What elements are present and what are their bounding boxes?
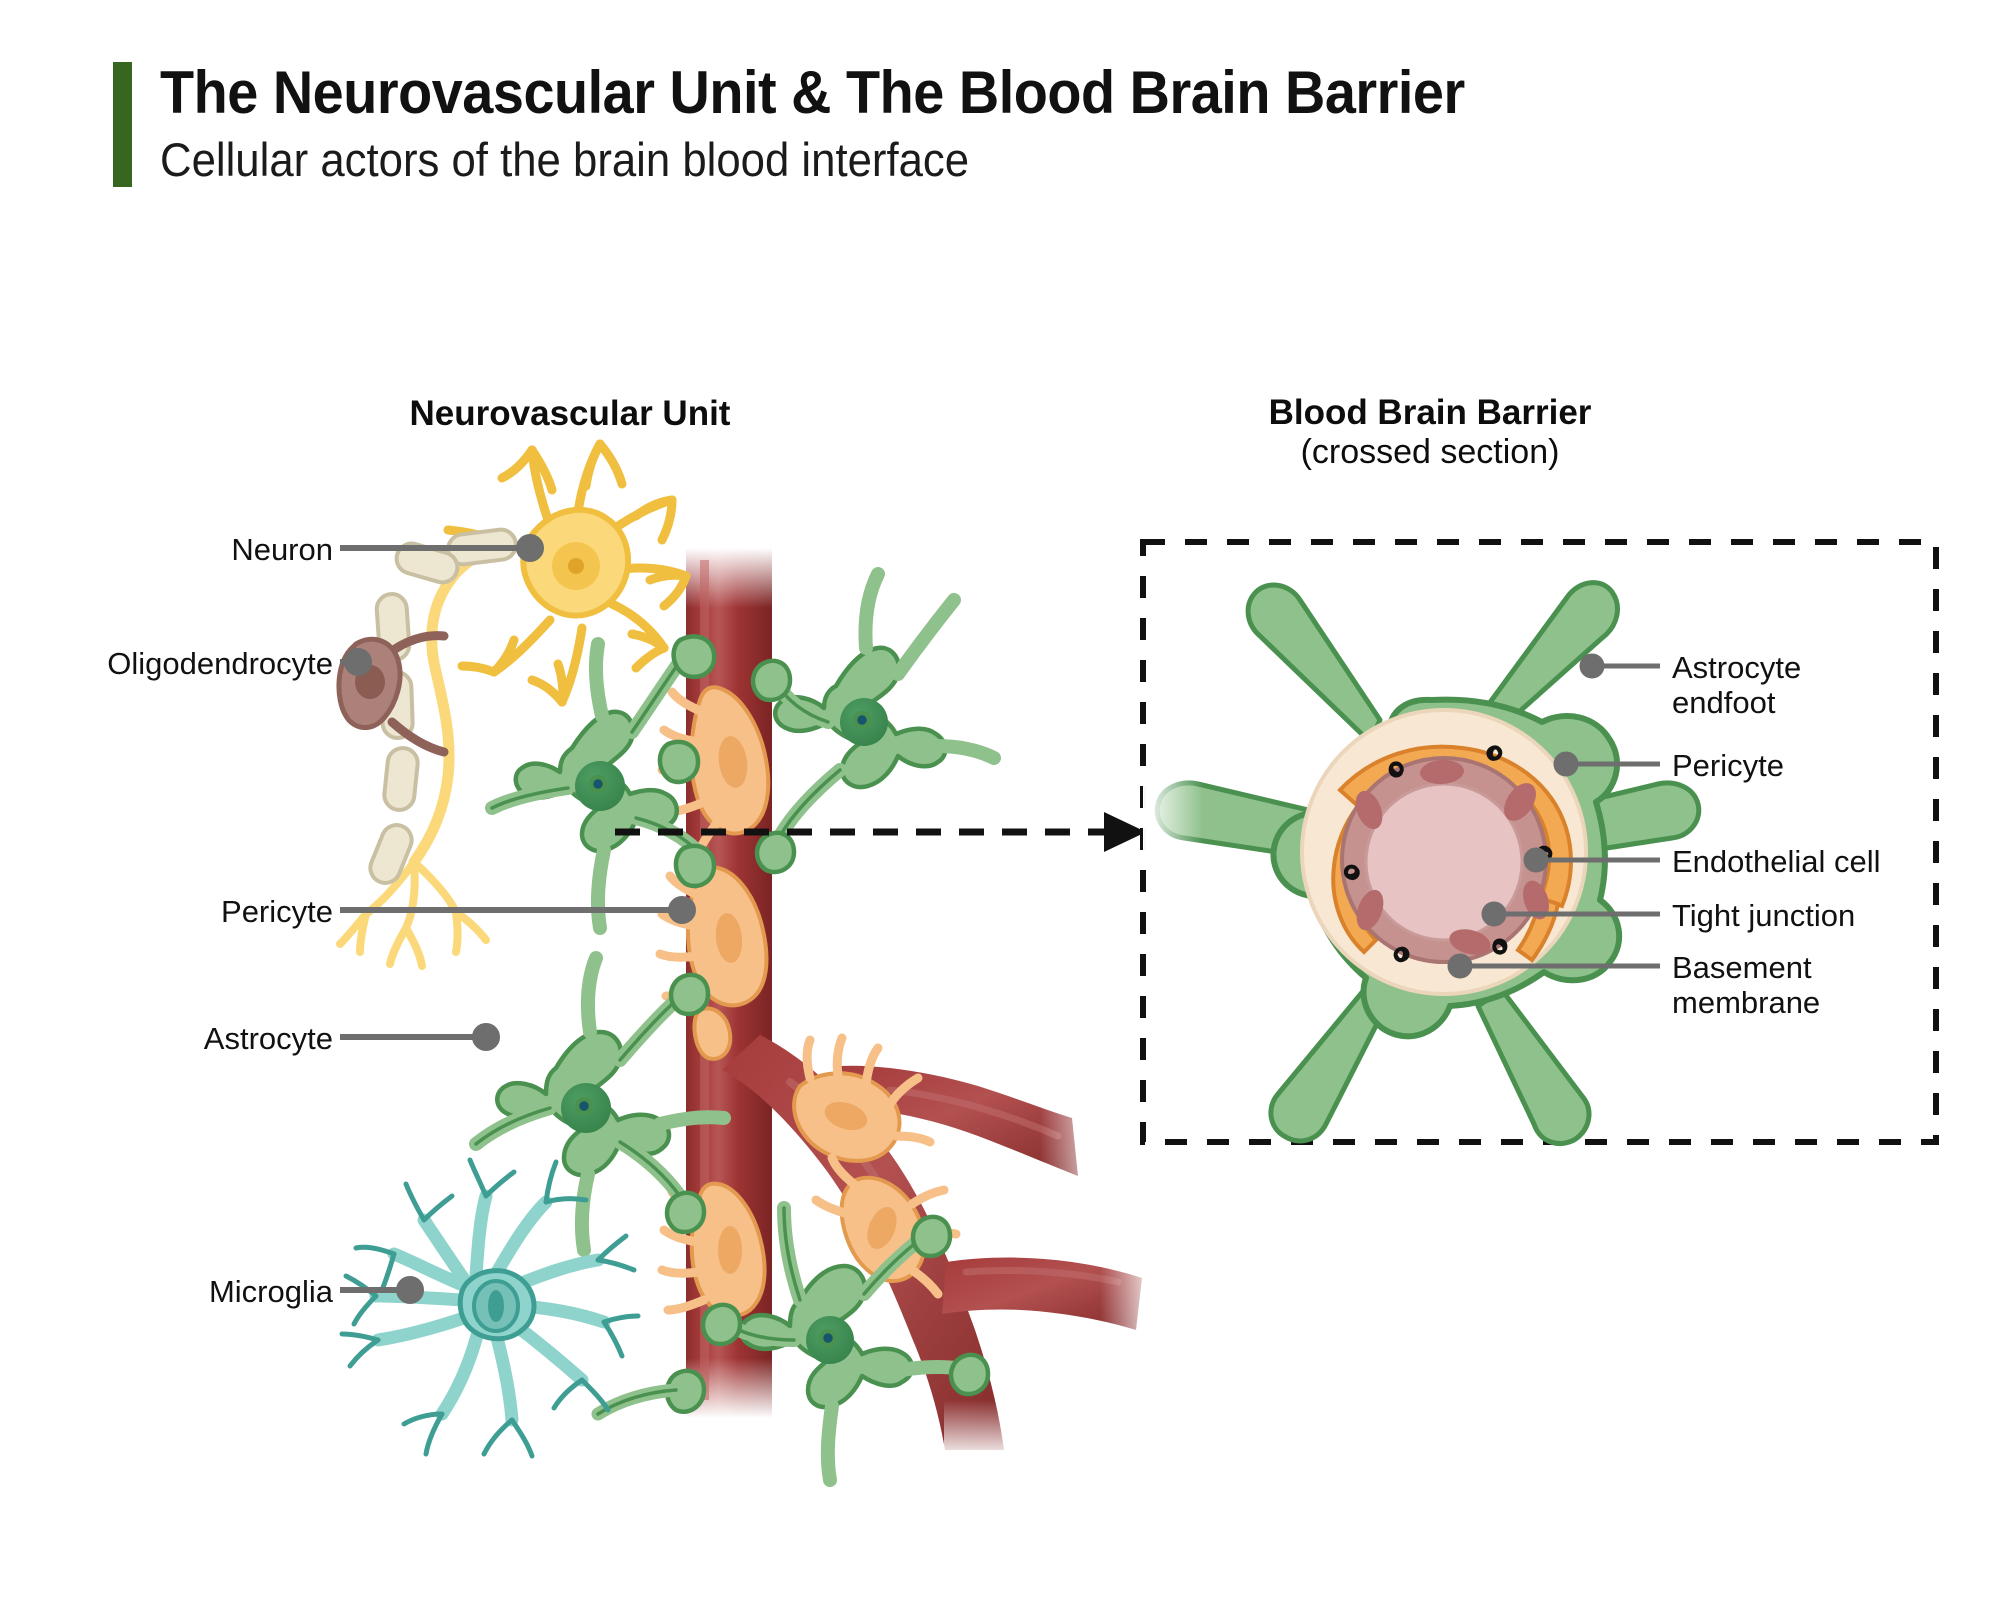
blood-brain-barrier-illustration (1140, 539, 1939, 1146)
endothelial-nuclei (1355, 759, 1549, 955)
leader-dot-tight-junction (1481, 901, 1507, 927)
label-oligodendrocyte: Oligodendrocyte (107, 646, 333, 681)
label-endothelial-cell: Endothelial cell (1672, 844, 1881, 879)
right-panel-heading-line2: (crossed section) (1300, 432, 1560, 471)
label-pericyte: Pericyte (221, 894, 333, 929)
label-neuron: Neuron (231, 532, 333, 567)
label-microglia: Microglia (208, 1274, 333, 1309)
label-basement-membrane-line2: membrane (1672, 985, 1821, 1021)
label-astrocyte-endfoot-line1: Astrocyte (1672, 650, 1802, 685)
leader-dot-microglia (396, 1276, 424, 1304)
header-accent-bar (113, 62, 132, 188)
leader-dot-oligodendrocyte (344, 648, 372, 676)
label-tight-junction: Tight junction (1672, 898, 1856, 933)
vessel-lumen (1364, 782, 1524, 942)
left-leader-lines (340, 534, 696, 1304)
label-astrocyte-endfoot-line2: endfoot (1672, 685, 1776, 721)
header-text-block: The Neurovascular Unit & The Blood Brain… (160, 59, 1563, 187)
neurovascular-unit-illustration (336, 439, 1160, 1487)
label-astrocyte: Astrocyte (203, 1021, 333, 1056)
astrocyte-cells-left-panel (469, 567, 1001, 1487)
label-astrocyte-endfoot: Astrocyte endfoot (1672, 650, 1801, 721)
leader-dot-basement-membrane (1447, 953, 1473, 979)
right-panel-heading: Blood Brain Barrier (crossed section) (1130, 393, 1730, 472)
page-title: The Neurovascular Unit & The Blood Brain… (160, 59, 1465, 126)
leader-dot-pericyte-right (1553, 751, 1579, 777)
left-panel-heading: Neurovascular Unit (320, 394, 820, 434)
leader-dot-neuron (516, 534, 544, 562)
tight-junction-marks (1343, 745, 1553, 963)
leader-dot-pericyte (668, 896, 696, 924)
leader-dot-endothelial-cell (1523, 847, 1549, 873)
microglia-cell (339, 1157, 641, 1459)
label-basement-membrane: Basement membrane (1672, 950, 1820, 1021)
page-header: The Neurovascular Unit & The Blood Brain… (113, 59, 1563, 188)
leader-dot-astrocyte-endfoot (1579, 653, 1605, 679)
right-leader-lines (1447, 653, 1660, 979)
label-pericyte-right: Pericyte (1672, 748, 1784, 783)
leader-dot-astrocyte (472, 1023, 500, 1051)
connector-arrow (615, 812, 1146, 852)
left-panel-heading-text: Neurovascular Unit (409, 394, 731, 433)
right-panel-heading-line1: Blood Brain Barrier (1268, 393, 1592, 432)
page-subtitle: Cellular actors of the brain blood inter… (160, 133, 970, 187)
label-basement-membrane-line1: Basement (1672, 950, 1812, 985)
